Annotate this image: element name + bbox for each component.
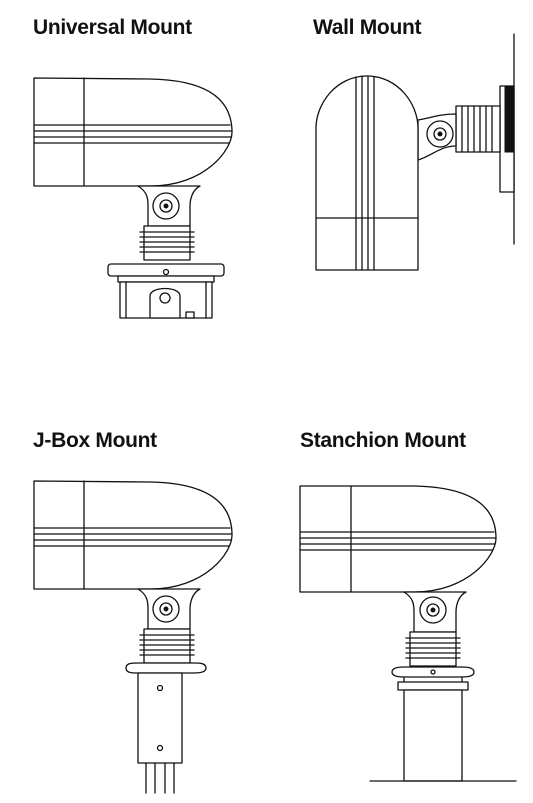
universal-mount-title: Universal Mount	[33, 16, 192, 39]
swivel-neck	[140, 629, 194, 663]
wall-mount-title: Wall Mount	[313, 16, 422, 39]
stanchion-mount-title: Stanchion Mount	[300, 429, 466, 452]
cooling-fins	[34, 125, 232, 143]
knuckle	[138, 589, 200, 629]
wall-bracket	[456, 86, 514, 192]
swivel-neck	[406, 632, 460, 666]
swivel-neck	[140, 226, 194, 260]
knuckle	[404, 592, 466, 632]
cooling-fins	[34, 528, 232, 546]
mounting-plate	[392, 667, 474, 690]
light-head	[300, 486, 496, 592]
mounting-plate	[108, 264, 224, 282]
mounting-flange	[126, 663, 206, 673]
conduit-pipe	[138, 673, 182, 763]
stanchion-post	[404, 690, 462, 781]
cooling-fins	[300, 532, 496, 550]
light-head	[34, 78, 232, 186]
j-box-mount-title: J-Box Mount	[33, 429, 157, 452]
light-head	[34, 481, 232, 589]
cooling-fins	[356, 76, 374, 270]
lead-wires	[146, 763, 174, 793]
knuckle	[418, 114, 456, 160]
light-head	[316, 76, 418, 270]
junction-box	[120, 282, 212, 318]
